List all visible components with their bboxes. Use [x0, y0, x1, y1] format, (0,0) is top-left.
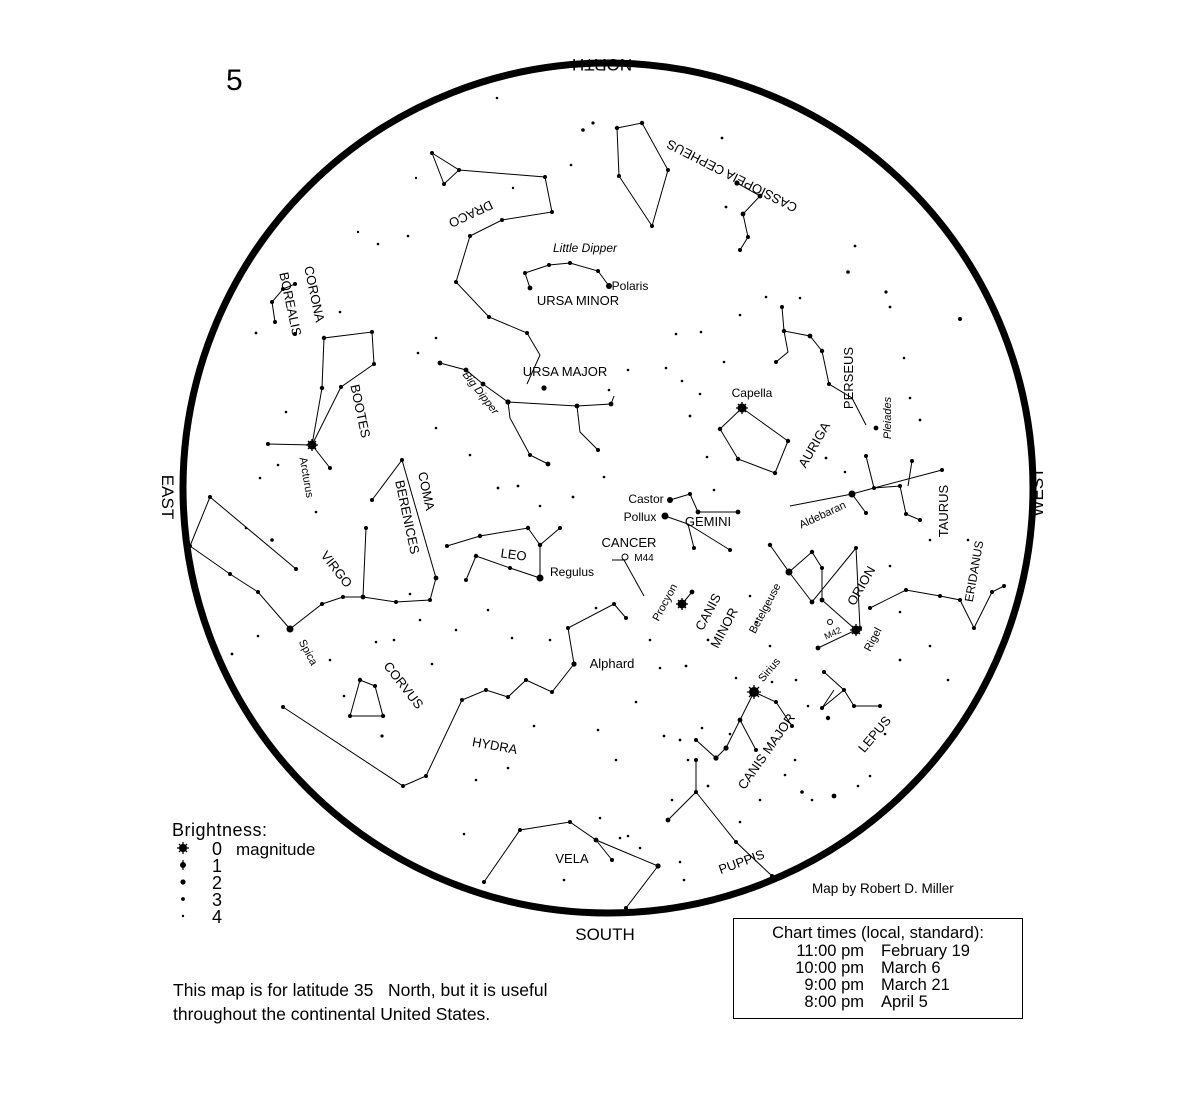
horizon-circle	[179, 59, 1037, 917]
label-pleiades: Pleiades	[882, 396, 894, 439]
legend-unit: magnitude	[236, 840, 316, 859]
latitude-note-line1: This map is for latitude 35 North, but i…	[173, 980, 548, 1000]
legend-mag2-icon	[172, 875, 194, 892]
label-m44: M44	[634, 553, 654, 564]
chart-date: April 5	[881, 993, 928, 1011]
label-regulus: Regulus	[550, 565, 594, 579]
chart-times-header: Chart times (local, standard):	[772, 924, 984, 942]
label-east: EAST	[158, 475, 177, 519]
legend-mag3-icon	[172, 892, 194, 909]
label-polaris: Polaris	[612, 279, 649, 293]
label-auriga: AURIGA	[795, 419, 833, 470]
label-eridanus: ERIDANUS	[962, 540, 987, 604]
star-sirius	[747, 685, 761, 699]
legend-mag1-icon	[172, 858, 194, 875]
m44-cluster	[621, 553, 629, 561]
legend-level-1: 1	[212, 856, 224, 876]
label-rigel: Rigel	[862, 626, 884, 654]
label-big-dipper: Big Dipper	[460, 369, 502, 418]
chart-date: February 19	[881, 942, 970, 960]
legend-row-3: 3	[172, 890, 268, 910]
label-bootes: BOOTES	[347, 383, 373, 439]
label-castor: Castor	[628, 492, 663, 506]
latitude-note: This map is for latitude 35 North, but i…	[173, 978, 633, 1026]
label-taurus: TAURUS	[936, 484, 951, 537]
legend-level-2: 2	[212, 873, 224, 893]
legend-row-4: 4	[172, 907, 268, 927]
m42-nebula	[827, 619, 833, 625]
label-little-dipper: Little Dipper	[553, 241, 618, 255]
label-gemini: GEMINI	[685, 514, 731, 529]
label-procyon: Procyon	[651, 582, 681, 623]
label-orion: ORION	[844, 564, 878, 608]
chart-times-row: 10:00 pm March 6	[734, 960, 1022, 977]
chart-time: 10:00 pm	[795, 959, 864, 977]
label-north: NORTH	[572, 55, 632, 74]
star-arcturus	[306, 439, 318, 451]
label-corvus: CORVUS	[381, 659, 427, 712]
label-betelgeuse: Betelgeuse	[747, 581, 783, 635]
chart-times-row: 11:00 pm February 19	[734, 943, 1022, 960]
chart-time: 8:00 pm	[804, 993, 864, 1011]
label-borealis: BOREALIS	[276, 271, 304, 338]
label-alphard: Alphard	[590, 656, 635, 671]
label-canis-major: CANIS MAJOR	[735, 711, 798, 792]
label-m42: M42	[823, 625, 843, 641]
page-number: 5	[226, 64, 243, 97]
legend-level-0: 0	[212, 839, 224, 859]
legend-mag0-icon	[172, 841, 194, 858]
label-ursa-major: URSA MAJOR	[523, 364, 608, 379]
label-aldebaran: Aldebaran	[797, 499, 848, 531]
label-pollux: Pollux	[624, 510, 657, 524]
star-capella	[736, 402, 748, 414]
label-ursa-minor: URSA MINOR	[537, 293, 619, 308]
label-cassiopeia-cepheus: CASSIOPEIA CEPHEUS	[664, 136, 800, 215]
label-draco: DRACO	[446, 197, 495, 230]
chart-time: 11:00 pm	[796, 942, 864, 960]
label-cancer: CANCER	[602, 535, 657, 550]
latitude-note-line2: throughout the continental United States…	[173, 1004, 491, 1024]
legend-mag4-icon	[172, 909, 194, 926]
label-west: WEST	[1028, 467, 1047, 516]
label-coma: COMA	[415, 470, 438, 512]
chart-times-row: 8:00 pm April 5	[734, 994, 1022, 1011]
chart-times-row: 9:00 pm March 21	[734, 977, 1022, 994]
label-corona: CORONA	[301, 265, 328, 324]
label-south: SOUTH	[575, 925, 635, 944]
star-procyon	[676, 598, 688, 610]
legend-level-4: 4	[212, 907, 224, 927]
chart-date: March 6	[881, 959, 941, 977]
label-virgo: VIRGO	[318, 548, 356, 590]
label-perseus: PERSEUS	[841, 347, 856, 409]
star-field	[188, 96, 1006, 910]
chart-time: 9:00 pm	[804, 976, 864, 994]
legend-row-1: 1	[172, 856, 268, 876]
legend-level-3: 3	[212, 890, 224, 910]
label-lepus: LEPUS	[855, 713, 894, 756]
label-arcturus: Arcturus	[296, 456, 315, 499]
brightness-legend: Brightness: 0 magnitude 1 2 3 4	[172, 820, 315, 927]
label-spica: Spica	[296, 638, 320, 669]
label-hydra: HYDRA	[471, 734, 519, 757]
legend-title: Brightness:	[172, 820, 268, 840]
chart-times-box: Chart times (local, standard): 11:00 pm F…	[733, 918, 1023, 1019]
map-credit: Map by Robert D. Miller	[812, 881, 954, 896]
label-leo: LEO	[500, 545, 528, 563]
legend-row-2: 2	[172, 873, 268, 893]
label-vela: VELA	[555, 851, 589, 866]
label-capella: Capella	[732, 386, 773, 400]
label-puppis: PUPPIS	[716, 846, 766, 877]
label-sirius: Sirius	[756, 655, 783, 684]
legend-row-0: 0 magnitude	[172, 839, 315, 859]
chart-date: March 21	[881, 976, 950, 994]
